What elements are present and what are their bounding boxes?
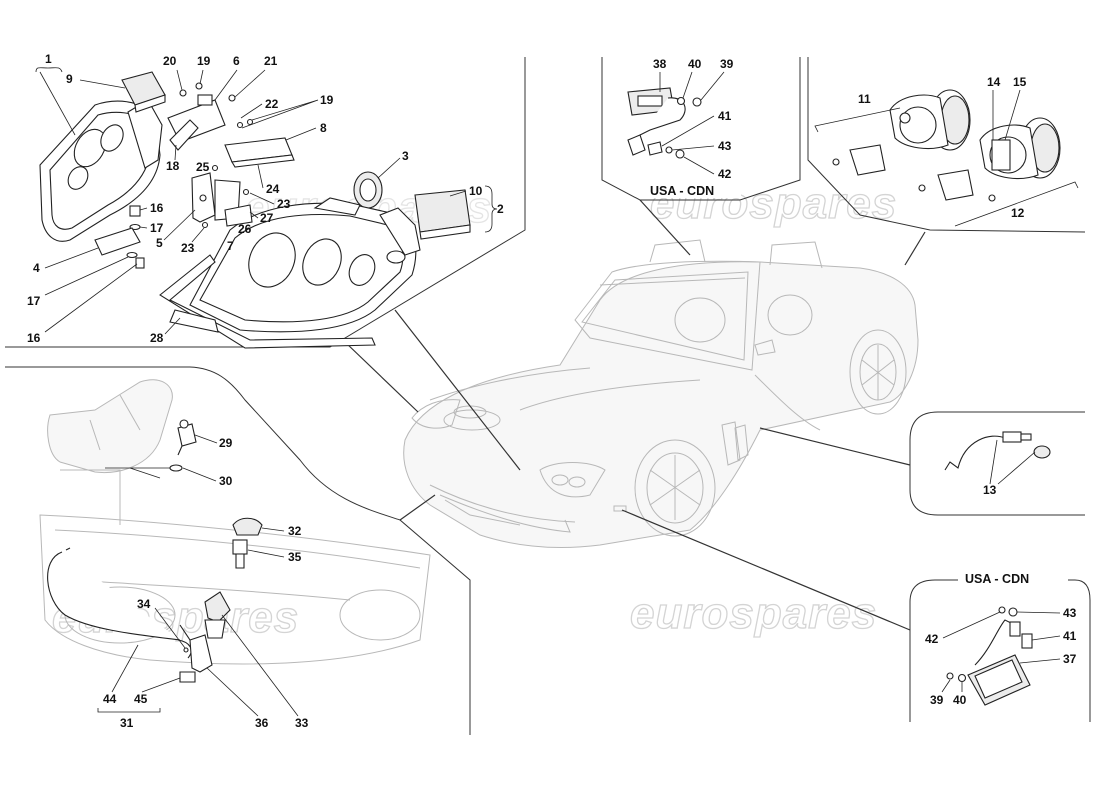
callout-25: 25 bbox=[196, 160, 210, 174]
callout-1: 1 bbox=[45, 52, 52, 66]
callout-26: 26 bbox=[238, 222, 252, 236]
callout-43-top: 43 bbox=[718, 139, 732, 153]
callout-40-top: 40 bbox=[688, 57, 702, 71]
callout-30: 30 bbox=[219, 474, 233, 488]
callout-8: 8 bbox=[320, 121, 327, 135]
callout-37: 37 bbox=[1063, 652, 1077, 666]
callout-34: 34 bbox=[137, 597, 151, 611]
callout-39-top: 39 bbox=[720, 57, 734, 71]
callout-17-upper: 17 bbox=[150, 221, 164, 235]
callout-45: 45 bbox=[134, 692, 148, 706]
side-marker-wiring-group: 13 bbox=[944, 431, 1051, 497]
callout-44: 44 bbox=[103, 692, 117, 706]
usa-cdn-header-top: USA - CDN bbox=[650, 184, 714, 198]
callout-39-bottom: 39 bbox=[930, 693, 944, 707]
callout-40-bottom: 40 bbox=[953, 693, 967, 707]
callout-3: 3 bbox=[402, 149, 409, 163]
headlamp-assembly-group bbox=[39, 71, 471, 349]
callout-42-top: 42 bbox=[718, 167, 732, 181]
washer-group: 29 30 32 35 34 44 45 31 36 33 bbox=[39, 379, 431, 730]
callout-10: 10 bbox=[469, 184, 483, 198]
callout-31: 31 bbox=[120, 716, 134, 730]
callout-23-lower: 23 bbox=[181, 241, 195, 255]
watermark-bottom-center: eurospares bbox=[630, 589, 877, 638]
callout-27: 27 bbox=[260, 211, 274, 225]
usa-top-header-bg bbox=[645, 180, 741, 198]
callout-13: 13 bbox=[983, 483, 997, 497]
callout-17-lower: 17 bbox=[27, 294, 41, 308]
callout-16-lower: 16 bbox=[27, 331, 41, 345]
callout-41-bottom: 41 bbox=[1063, 629, 1077, 643]
callout-2: 2 bbox=[497, 202, 504, 216]
callout-28: 28 bbox=[150, 331, 164, 345]
callout-38: 38 bbox=[653, 57, 667, 71]
callout-21: 21 bbox=[264, 54, 278, 68]
fog-lamp-group: 11 14 15 12 bbox=[814, 75, 1079, 227]
callout-19-top: 19 bbox=[197, 54, 211, 68]
callout-23-right: 23 bbox=[277, 197, 291, 211]
callout-24: 24 bbox=[266, 182, 280, 196]
usa-cdn-top-group: 38 40 39 41 43 42 USA - CDN bbox=[627, 57, 741, 198]
section-frames bbox=[5, 57, 1091, 735]
callout-42-bottom: 42 bbox=[925, 632, 939, 646]
callout-15: 15 bbox=[1013, 75, 1027, 89]
callout-12: 12 bbox=[1011, 206, 1025, 220]
callout-35: 35 bbox=[288, 550, 302, 564]
callout-29: 29 bbox=[219, 436, 233, 450]
callout-5: 5 bbox=[156, 236, 163, 250]
callout-33: 33 bbox=[295, 716, 309, 730]
callout-43-bottom: 43 bbox=[1063, 606, 1077, 620]
callout-14: 14 bbox=[987, 75, 1001, 89]
callout-41-top: 41 bbox=[718, 109, 732, 123]
callout-7: 7 bbox=[227, 239, 234, 253]
callout-6: 6 bbox=[233, 54, 240, 68]
callout-11: 11 bbox=[858, 92, 871, 106]
callout-18: 18 bbox=[166, 159, 180, 173]
callout-32: 32 bbox=[288, 524, 302, 538]
usa-cdn-bottom-group: USA - CDN 43 42 41 37 39 40 bbox=[925, 570, 1077, 707]
callout-9: 9 bbox=[66, 72, 73, 86]
callout-36: 36 bbox=[255, 716, 269, 730]
callout-20: 20 bbox=[163, 54, 177, 68]
headlamp-labels: 1 9 20 19 6 21 22 19 8 18 3 25 24 10 2 1… bbox=[27, 52, 504, 345]
callout-22: 22 bbox=[265, 97, 279, 111]
callout-19-right: 19 bbox=[320, 93, 334, 107]
usa-cdn-header-bottom: USA - CDN bbox=[965, 572, 1029, 586]
usa-bottom-header-bg bbox=[958, 570, 1068, 588]
callout-4: 4 bbox=[33, 261, 40, 275]
car-outline bbox=[403, 239, 919, 549]
callout-16-upper: 16 bbox=[150, 201, 164, 215]
